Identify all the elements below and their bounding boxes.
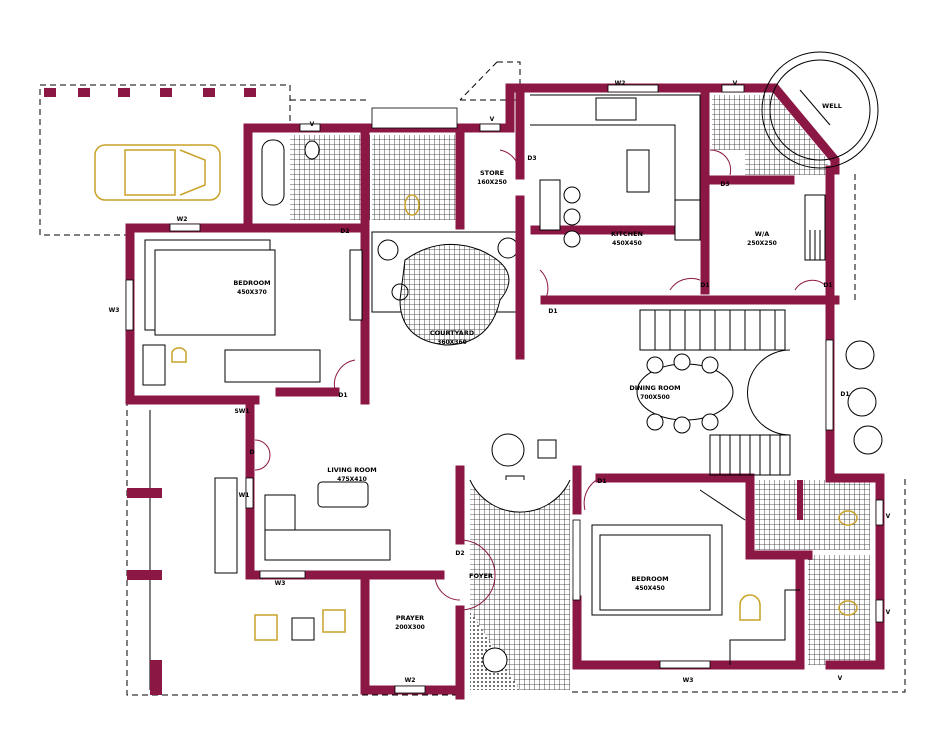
room-size: 450X450 [635,585,665,592]
bedroom1-furniture [142,239,363,386]
ventilator-tag: V [838,675,843,682]
dining-table [636,353,734,434]
ventilator-tag: V [490,116,495,123]
door-tag: D [250,449,255,456]
window-tag: W1 [239,492,250,499]
courtyard [371,231,523,346]
room-label: KITCHEN [611,230,643,238]
well [761,51,879,169]
window-tag: W2 [177,216,188,223]
room-label: WELL [822,102,842,110]
room-label: DINING ROOM [629,384,680,392]
room-size: 450X370 [237,289,267,296]
window-tag: W3 [109,307,120,314]
room-size: 450X450 [612,240,642,247]
room-size: 200X300 [395,624,425,631]
toilet-floor [755,480,870,550]
staircase [639,309,791,476]
kitchen-furniture [530,94,701,248]
room-label: COURTYARD [430,329,475,337]
door-tag: D2 [340,228,349,235]
door-tag: D3 [527,155,536,162]
living-furniture [214,433,571,641]
door-swings [254,149,826,611]
opening-tags: D3 D3 D2 D1 D1 D1 D1 D1 D1 D2 D W2 W2 W3… [109,80,891,684]
window-tag: W3 [683,677,694,684]
window-tag: W3 [275,580,286,587]
toilet-floor [372,135,457,220]
room-label: LIVING ROOM [327,466,377,474]
door-tag: D2 [455,550,464,557]
door-tag: D1 [840,391,849,398]
windows [125,84,884,694]
room-label: BEDROOM [233,279,270,287]
toilet-floor [290,135,370,220]
room-label: PRAYER [396,614,424,622]
door-tag: D3 [720,181,729,188]
room-size: 250X250 [747,240,777,247]
walls [125,83,885,700]
window-tag: W2 [405,677,416,684]
room-size: 160X250 [477,179,507,186]
front-porch [126,170,906,696]
door-tag: D1 [548,308,557,315]
room-labels: BEDROOM 450X370 KITCHEN 450X450 W/A 250X… [233,102,842,631]
room-label: FOYER [469,572,493,580]
door-tag: D1 [597,478,606,485]
room-label: STORE [480,169,504,177]
window-tag: W2 [615,80,626,87]
bath-fixtures [261,139,858,616]
room-size: 700X500 [640,394,670,401]
door-tag: D1 [700,282,709,289]
ventilator-tag: V [733,80,738,87]
ventilator-tag: V [886,513,891,520]
window-tag: SW1 [234,408,249,415]
room-label: BEDROOM [631,575,668,583]
door-tag: D1 [823,282,832,289]
room-size: 475X410 [337,476,367,483]
room-size: 360X360 [437,339,467,346]
plants [482,340,883,673]
car-icon [94,144,221,201]
ventilator-tag: V [886,609,891,616]
ventilator-tag: V [310,121,315,128]
door-tag: D1 [338,392,347,399]
room-label: W/A [755,230,770,238]
bedroom2-furniture [591,489,800,665]
